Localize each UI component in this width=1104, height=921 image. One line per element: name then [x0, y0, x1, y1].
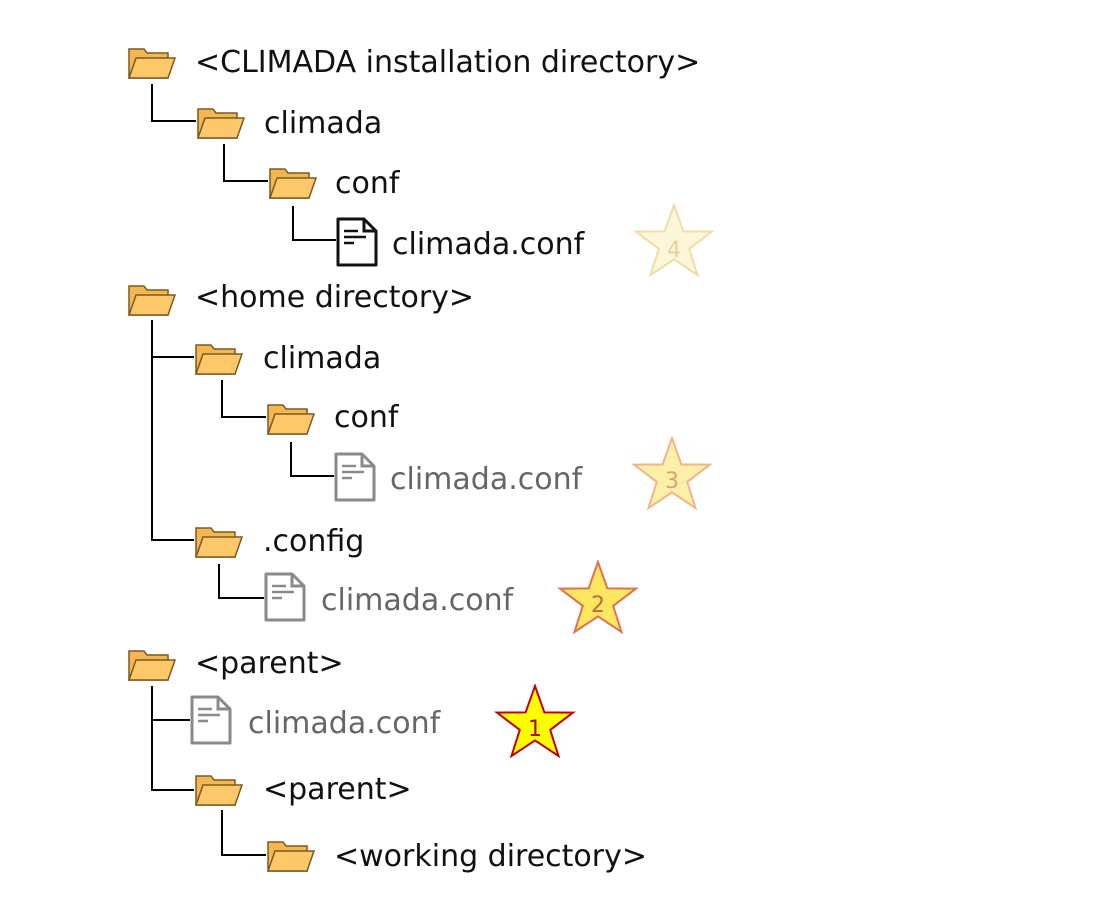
parent-dir-label: <parent>: [195, 646, 344, 681]
folder-open-icon: [194, 522, 244, 560]
document-icon: [334, 452, 376, 502]
folder-open-icon: [194, 339, 244, 377]
document-icon: [190, 695, 232, 745]
folder-open-icon: [268, 163, 318, 201]
star-icon: 3: [631, 436, 713, 510]
document-icon: [264, 572, 306, 622]
install-dir-label: <CLIMADA installation directory>: [195, 45, 701, 80]
star-icon: 4: [633, 203, 715, 277]
home-climada-label: climada: [263, 341, 382, 376]
home-conf-label: conf: [334, 400, 399, 435]
priority-3-label: 3: [665, 469, 679, 494]
folder-open-icon: [266, 836, 316, 874]
folder-open-icon: [194, 770, 244, 808]
document-icon: [336, 217, 378, 267]
star-icon: 2: [557, 560, 639, 634]
folder-open-icon: [196, 103, 246, 141]
home-conf-file-label: climada.conf: [390, 462, 583, 497]
install-climada-label: climada: [264, 106, 383, 141]
priority-2-label: 2: [591, 593, 605, 618]
folder-open-icon: [127, 43, 177, 81]
parent-file-label: climada.conf: [248, 706, 441, 741]
priority-1-label: 1: [528, 717, 542, 742]
star-icon: 1: [494, 684, 576, 758]
install-conf-file-label: climada.conf: [392, 227, 585, 262]
home-dotconfig-label: .config: [263, 524, 365, 559]
folder-open-icon: [127, 280, 177, 318]
working-dir-label: <working directory>: [334, 839, 648, 874]
folder-open-icon: [266, 399, 316, 437]
folder-open-icon: [127, 645, 177, 683]
home-dir-label: <home directory>: [195, 280, 475, 315]
install-conf-label: conf: [335, 166, 400, 201]
parent-subdir-label: <parent>: [263, 772, 412, 807]
dotconfig-file-label: climada.conf: [321, 583, 514, 618]
priority-4-label: 4: [667, 238, 681, 263]
